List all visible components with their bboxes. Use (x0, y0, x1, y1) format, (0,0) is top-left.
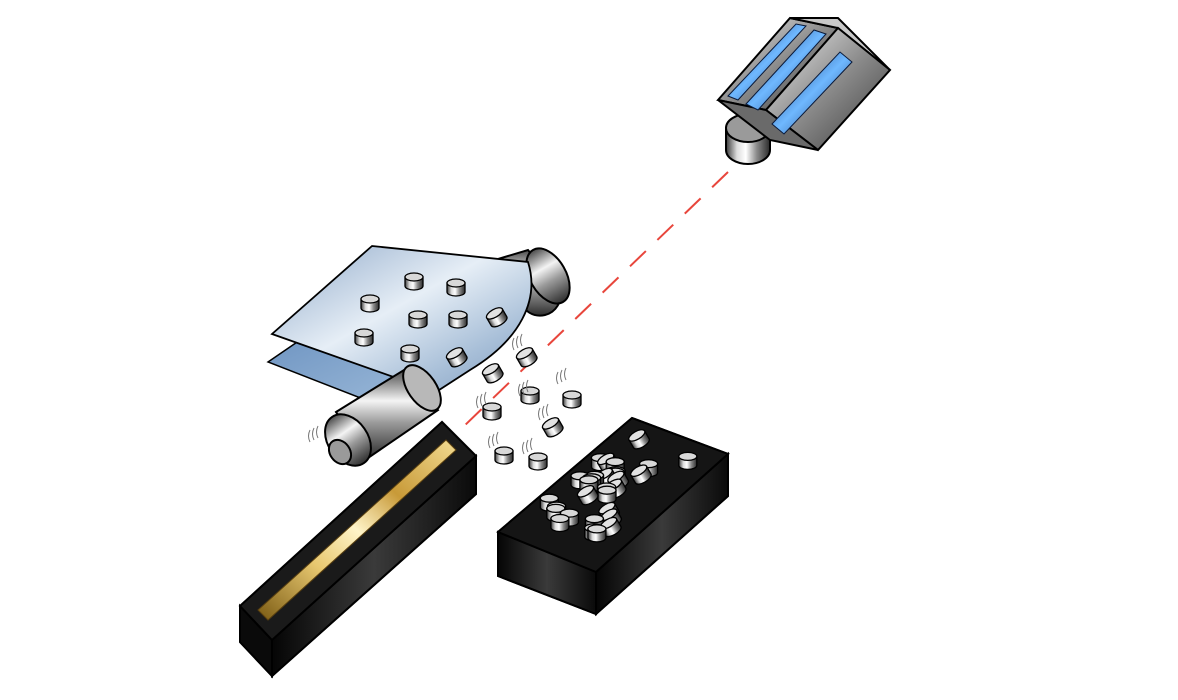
part (360, 294, 380, 313)
motion-marks (522, 437, 533, 455)
part (494, 446, 514, 465)
vibration-marks (308, 425, 319, 443)
laser-accent-stripe (745, 29, 827, 111)
laser-head (716, 16, 892, 165)
laser-accent-stripe (771, 51, 853, 135)
part (400, 344, 420, 363)
sheet-roller-front (308, 364, 442, 467)
part (520, 386, 540, 405)
laser-accent-stripe (727, 23, 807, 101)
part (354, 328, 374, 347)
part (408, 310, 428, 329)
laser-beam (461, 171, 729, 429)
part (448, 310, 468, 329)
part (540, 414, 566, 440)
parts-bin (496, 416, 730, 617)
motion-marks (488, 431, 499, 449)
scrap-tray (238, 420, 478, 679)
motion-marks (556, 367, 567, 385)
part (550, 513, 570, 533)
part (562, 390, 582, 409)
part (678, 451, 698, 471)
part (446, 278, 466, 297)
gold-scrap-strip (257, 439, 457, 621)
part (404, 272, 424, 291)
part (528, 452, 548, 471)
part (587, 524, 607, 543)
part (514, 344, 540, 370)
motion-marks (512, 333, 523, 351)
part (480, 360, 506, 386)
part (597, 485, 617, 504)
motion-marks (538, 403, 549, 421)
part (482, 402, 502, 421)
